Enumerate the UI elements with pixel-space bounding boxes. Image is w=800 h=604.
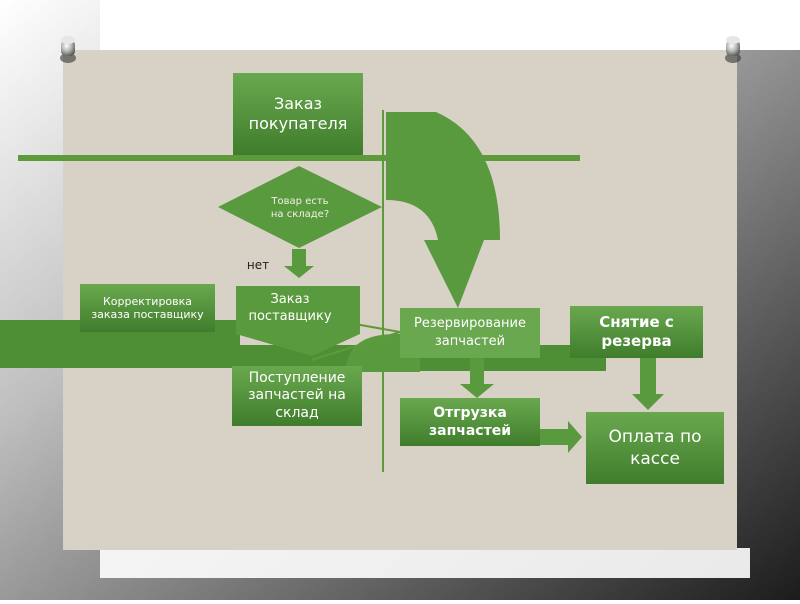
parts-receipt-label: Поступление запчастей на склад: [248, 369, 346, 421]
cash-payment-box: [586, 412, 724, 484]
supplier-order-correction-label: Корректировка заказа поставщику: [91, 294, 204, 321]
parts-reservation-box: [400, 308, 540, 358]
supplier-order-shape: [236, 286, 360, 356]
cash-payment-label: Оплата по кассе: [608, 426, 702, 469]
no-branch-label: нет: [246, 257, 270, 272]
parts-reservation-label: Резервирование запчастей: [414, 316, 526, 349]
parts-receipt-box: [232, 366, 362, 426]
reservation-removal-label: Снятие с резерва: [599, 313, 674, 350]
reservation-removal-box: [570, 306, 703, 358]
customer-order-box: [233, 73, 363, 155]
diagonal-connector: [311, 331, 401, 361]
curved-arrow: [386, 112, 500, 308]
in-stock-decision: [218, 166, 382, 248]
arrow-removal-to-payment: [632, 358, 664, 410]
pushpin-icon-right: [725, 36, 741, 63]
supplier-order-correction-box: [80, 284, 215, 332]
slide-top-band: [100, 0, 800, 50]
arrow-reservation-to-shipment: [460, 358, 494, 398]
pushpin-icon-left: [60, 36, 76, 63]
in-stock-question-label: Товар есть на складе?: [270, 195, 330, 221]
parts-shipment-box: [400, 398, 540, 446]
parts-shipment-label: Отгрузка запчастей: [428, 404, 512, 439]
horizontal-connector-line: [18, 155, 580, 161]
arrow-shipment-to-payment: [540, 421, 582, 453]
arrow-decision-to-order: [284, 249, 314, 278]
supplier-order-label: Заказ поставщику: [248, 292, 332, 324]
customer-order-label: Заказ покупателя: [248, 94, 348, 133]
slide-bottom-band: [100, 548, 750, 578]
